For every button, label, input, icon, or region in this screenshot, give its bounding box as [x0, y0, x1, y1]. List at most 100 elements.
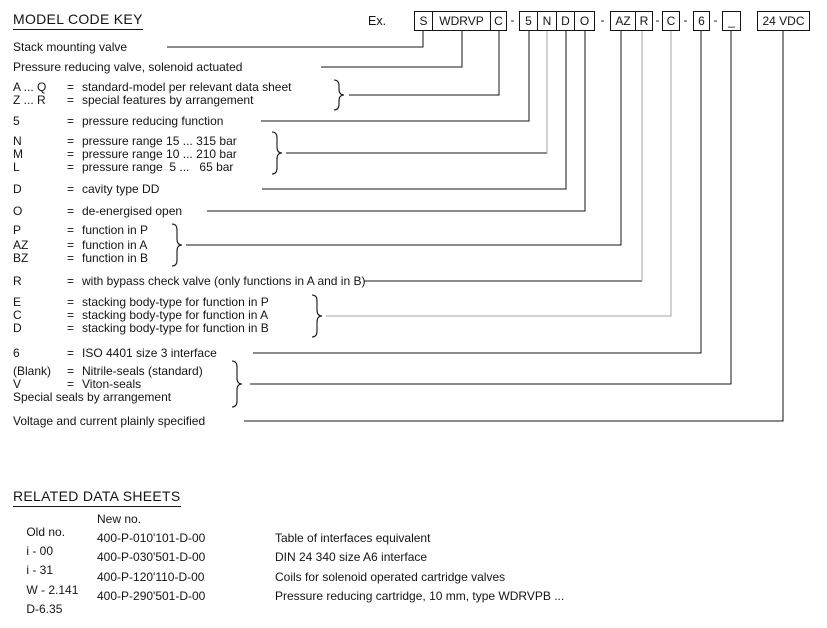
- key-desc: function in A: [82, 238, 148, 252]
- example-label: Ex.: [368, 14, 387, 28]
- code-box-6: 6: [693, 11, 710, 31]
- key-desc: ISO 4401 size 3 interface: [82, 346, 217, 360]
- key-desc: with bypass check valve (only functions …: [82, 274, 366, 288]
- key-line: (Blank) = Nitrile-seals (standard): [13, 365, 203, 378]
- key-desc: function in P: [82, 223, 149, 237]
- key-line: M=pressure range 10 ... 210 bar: [13, 148, 237, 161]
- key-code: 6: [13, 346, 20, 360]
- key-code: Z ... R: [13, 93, 46, 107]
- key-code: D: [13, 182, 22, 196]
- equals-sign: =: [67, 204, 75, 218]
- key-code: (Blank): [13, 364, 52, 378]
- table-row: i - 31 400-P-030'501-D-00 DIN 24 340 siz…: [13, 551, 427, 577]
- new-no-cell: 400-P-030'501-D-00: [97, 550, 206, 564]
- key-desc: Special seals by arrangement: [13, 390, 172, 404]
- key-code: N: [13, 134, 22, 148]
- table-header-row: Old no. New no.: [13, 513, 141, 539]
- equals-sign: =: [67, 147, 75, 161]
- key-code: A ... Q: [13, 80, 47, 94]
- key-line: 5=pressure reducing function: [13, 115, 223, 128]
- key-code: L: [13, 160, 20, 174]
- equals-sign: =: [67, 134, 75, 148]
- equals-sign: =: [67, 251, 75, 265]
- key-code: AZ: [13, 238, 29, 252]
- code-box-r: R: [635, 11, 653, 31]
- code-box-c2: C: [662, 11, 680, 31]
- code-box-n: N: [537, 11, 557, 31]
- new-no-cell: 400-P-290'501-D-00: [97, 589, 206, 603]
- key-code: D: [13, 321, 22, 335]
- key-desc: pressure range 5 ... 65 bar: [82, 160, 234, 174]
- brace-group: [171, 79, 345, 408]
- description-cell: Coils for solenoid operated cartridge va…: [275, 570, 506, 584]
- equals-sign: =: [67, 93, 75, 107]
- description-cell: DIN 24 340 size A6 interface: [275, 550, 428, 564]
- key-code: P: [13, 223, 22, 237]
- table-row: D-6.35 400-P-290'501-D-00 Pressure reduc…: [13, 590, 564, 616]
- related-data-sheets-title: RELATED DATA SHEETS: [13, 489, 181, 507]
- equals-sign: =: [67, 364, 75, 378]
- voltage-box: 24 VDC: [757, 11, 810, 31]
- key-desc: special features by arrangement: [82, 93, 254, 107]
- description-cell: Pressure reducing cartridge, 10 mm, type…: [275, 589, 565, 603]
- table-row: W - 2.141 400-P-120'110-D-00 Coils for s…: [13, 571, 505, 597]
- old-no-cell: i - 00: [26, 544, 54, 558]
- key-code: C: [13, 308, 22, 322]
- key-desc: stacking body-type for function in B: [82, 321, 269, 335]
- equals-sign: =: [67, 80, 75, 94]
- key-code: E: [13, 295, 22, 309]
- code-separator: -: [655, 13, 660, 27]
- code-box-az: AZ: [610, 11, 636, 31]
- key-line: C = stacking body-type for function in A: [13, 309, 268, 322]
- key-desc: Voltage and current plainly specified: [13, 414, 206, 428]
- key-line: Voltage and current plainly specified: [13, 415, 205, 428]
- code-separator: -: [713, 13, 718, 27]
- old-no-cell: D-6.35: [26, 602, 63, 616]
- key-desc: Pressure reducing valve, solenoid actuat…: [13, 60, 243, 74]
- equals-sign: =: [67, 321, 75, 335]
- key-line: Stack mounting valve: [13, 41, 127, 54]
- key-line: E = stacking body-type for function in P: [13, 296, 269, 309]
- key-code: 5: [13, 114, 20, 128]
- key-desc: stacking body-type for function in P: [82, 295, 269, 309]
- key-line: R=with bypass check valve (only function…: [13, 275, 365, 288]
- key-line: 6=ISO 4401 size 3 interface: [13, 347, 217, 360]
- key-line: L=pressure range 5 ... 65 bar: [13, 161, 233, 174]
- key-desc: pressure range 10 ... 210 bar: [82, 147, 237, 161]
- key-desc: Stack mounting valve: [13, 40, 128, 54]
- col-header-old-no: Old no.: [26, 525, 66, 539]
- code-separator: -: [683, 13, 688, 27]
- code-box-5: 5: [519, 11, 538, 31]
- key-line: Z ... R = special features by arrangement: [13, 94, 253, 107]
- code-box-s: S: [414, 11, 433, 31]
- key-line: AZ=function in A: [13, 239, 147, 252]
- equals-sign: =: [67, 377, 75, 391]
- key-desc: stacking body-type for function in A: [82, 308, 269, 322]
- key-desc: de-energised open: [82, 204, 183, 218]
- code-box-c1: C: [490, 11, 507, 31]
- equals-sign: =: [67, 182, 75, 196]
- page-title: MODEL CODE KEY: [13, 12, 143, 30]
- key-line: N=pressure range 15 ... 315 bar: [13, 135, 237, 148]
- key-code: O: [13, 204, 23, 218]
- key-code: BZ: [13, 251, 29, 265]
- key-code: V: [13, 377, 22, 391]
- description-cell: Table of interfaces equivalent: [275, 531, 431, 545]
- code-separator: -: [600, 13, 605, 27]
- code-box-blank: _: [722, 11, 741, 31]
- key-desc: Nitrile-seals (standard): [82, 364, 203, 378]
- key-line: D = cavity type DD: [13, 183, 159, 196]
- equals-sign: =: [67, 295, 75, 309]
- old-no-cell: W - 2.141: [26, 583, 79, 597]
- equals-sign: =: [67, 308, 75, 322]
- code-box-d: D: [556, 11, 575, 31]
- key-line: D = stacking body-type for function in B: [13, 322, 269, 335]
- key-line: P=function in P: [13, 224, 148, 237]
- col-header-new-no: New no.: [97, 512, 142, 526]
- key-line: Special seals by arrangement: [13, 391, 171, 404]
- key-desc: cavity type DD: [82, 182, 160, 196]
- new-no-cell: 400-P-120'110-D-00: [97, 570, 205, 584]
- code-box-wdrvp: WDRVP: [432, 11, 491, 31]
